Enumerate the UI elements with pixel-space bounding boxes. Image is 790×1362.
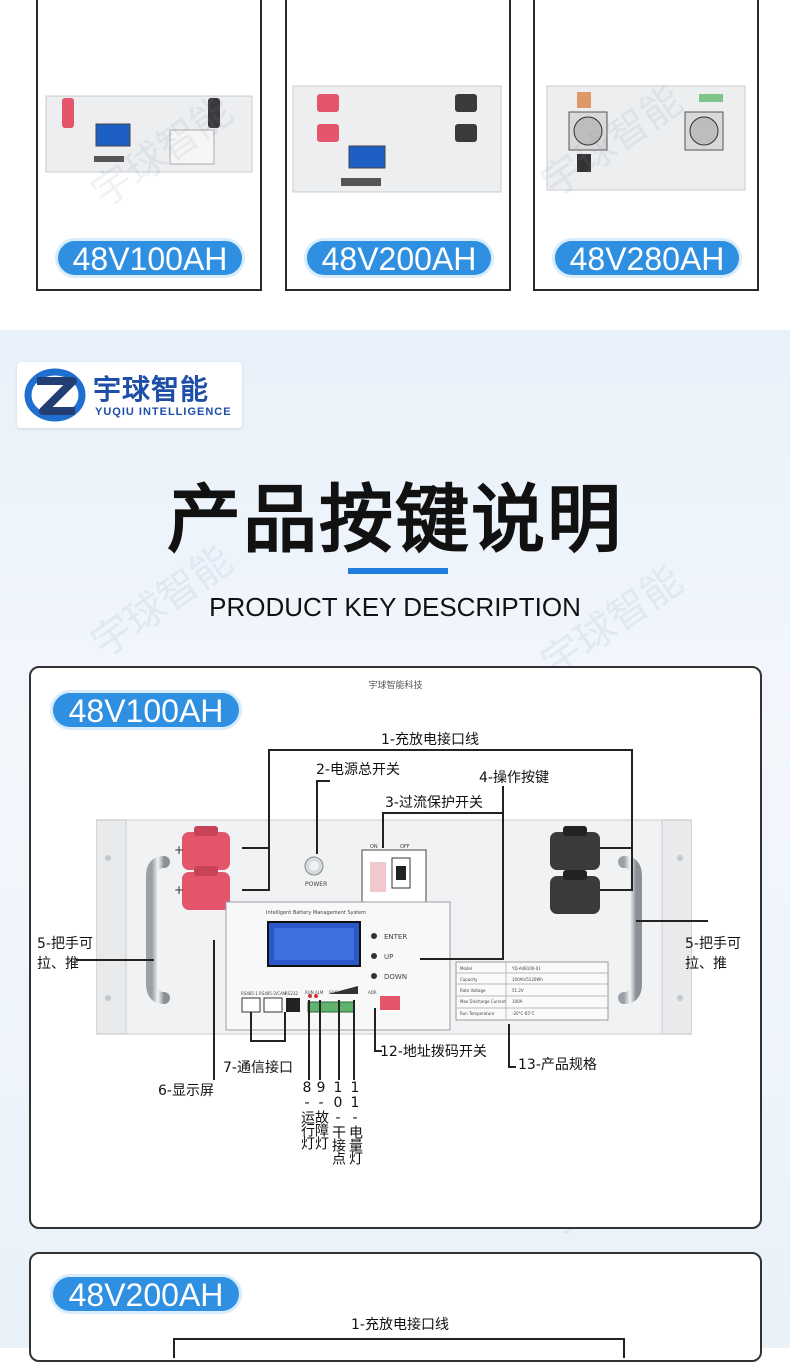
product-label-280ah: 48V280AH (552, 238, 742, 278)
callout-comm-ports: 7-通信接口 (223, 1060, 293, 1076)
product-label-200ah: 48V200AH (304, 238, 494, 278)
switch-off-text: OFF (400, 844, 410, 850)
port-label-2: RS485-2/CAN (259, 991, 286, 996)
spec-key: Run Temperature (460, 1011, 495, 1016)
callout-dip-switch: 12-地址拨码开关 (380, 1044, 487, 1060)
svg-text:+: + (174, 883, 184, 897)
spec-value: YD-A48100-01 (512, 966, 541, 971)
leader-line (316, 780, 330, 782)
product-image-200ah (292, 85, 502, 193)
leader-line (374, 1050, 382, 1052)
key-description-panel-200ah: 48V200AH 1-充放电接口线 (29, 1252, 762, 1362)
brand-logo-cn: 宇球智能 (93, 373, 210, 406)
soc-label: SOC (329, 990, 338, 995)
leader-line (636, 920, 708, 922)
leader-line (213, 940, 215, 1080)
battery-front-panel-illustration: + + (96, 819, 692, 1035)
leader-line (76, 959, 154, 961)
leader-line (316, 780, 318, 854)
leader-line (420, 958, 504, 960)
callout-charge-discharge-cable: 1-充放电接口线 (351, 1317, 449, 1333)
leader-line (353, 1000, 355, 1080)
spec-key: Model (460, 966, 473, 971)
callout-soc-led: 11-电量灯 (347, 1080, 363, 1164)
spec-key: Rate Voltage (460, 988, 486, 993)
leader-line (600, 847, 633, 849)
leader-line (284, 1012, 286, 1042)
leader-line (250, 1012, 252, 1040)
product-card-200ah[interactable]: 48V200AH (285, 0, 511, 291)
panel-top-caption: 宇球智能科技 (368, 681, 423, 691)
spec-value: 100Ah/5120Wh (512, 977, 543, 982)
callout-display: 6-显示屏 (158, 1083, 214, 1099)
brand-logo[interactable]: 宇球智能 YUQIU INTELLIGENCE (17, 362, 242, 428)
leader-line (382, 812, 502, 814)
callout-fault-led: 9-故障灯 (313, 1080, 329, 1149)
callout-product-specs: 13-产品规格 (518, 1057, 597, 1073)
leader-line (319, 1000, 321, 1080)
leader-line (308, 1000, 310, 1080)
spec-value: 100A (512, 999, 523, 1004)
svg-text:+: + (174, 843, 184, 857)
product-card-100ah[interactable]: 48V100AH (36, 0, 262, 291)
enter-key: ENTER (384, 933, 408, 941)
product-image-280ah (546, 85, 746, 191)
callout-run-led: 8-运行灯 (299, 1080, 315, 1149)
title-underline (348, 568, 448, 574)
leader-line (173, 1338, 175, 1358)
leader-line (508, 1066, 516, 1068)
callout-handle-left: 5-把手可 拉、推 (37, 936, 93, 972)
leader-line (268, 749, 632, 751)
section-title: 产品按键说明 (167, 477, 623, 563)
spec-key: Capacity (460, 977, 478, 982)
spec-value: -20°C-65°C (512, 1011, 535, 1016)
power-text: POWER (305, 881, 328, 888)
leader-line (268, 749, 270, 891)
down-key: DOWN (384, 973, 408, 981)
leader-line (374, 1008, 376, 1052)
leader-line (173, 1338, 625, 1340)
product-image-100ah (45, 95, 253, 173)
leader-line (631, 749, 633, 891)
callout-main-power-switch: 2-电源总开关 (316, 762, 400, 778)
callout-charge-discharge-cable: 1-充放电接口线 (381, 732, 479, 748)
callout-handle-right: 5-把手可 拉、推 (685, 936, 741, 972)
leader-line (502, 786, 504, 960)
callout-operation-keys: 4-操作按键 (479, 770, 549, 786)
leader-line (242, 847, 270, 849)
bms-title-text: Intelligent Battery Management System (266, 910, 367, 916)
leader-line (338, 1000, 340, 1080)
port-label-3: RS232 (285, 991, 298, 996)
leader-line (250, 1040, 286, 1042)
brand-logo-icon (24, 368, 86, 422)
leader-line (623, 1338, 625, 1358)
leader-line (382, 812, 384, 848)
section-subtitle: PRODUCT KEY DESCRIPTION (209, 592, 581, 622)
leader-line (508, 1024, 510, 1068)
spec-value: 51.2V (512, 988, 524, 993)
up-key: UP (384, 953, 394, 961)
panel-model-label: 48V200AH (50, 1274, 242, 1314)
leader-line (242, 889, 270, 891)
panel-model-label: 48V100AH (50, 690, 242, 730)
callout-dry-contact: 10-干接点 (330, 1080, 346, 1164)
product-card-280ah[interactable]: 48V280AH (533, 0, 759, 291)
port-label-1: RS485-1 (241, 991, 258, 996)
callout-overcurrent-switch: 3-过流保护开关 (385, 795, 483, 811)
led-label: RUN ALM (305, 990, 324, 995)
product-label-100ah: 48V100AH (55, 238, 245, 278)
adr-label: ADR (368, 990, 377, 995)
spec-key: Max Discharge Current (460, 999, 506, 1004)
brand-logo-en: YUQIU INTELLIGENCE (95, 406, 232, 418)
switch-on-text: ON (370, 844, 378, 850)
leader-line (600, 889, 633, 891)
